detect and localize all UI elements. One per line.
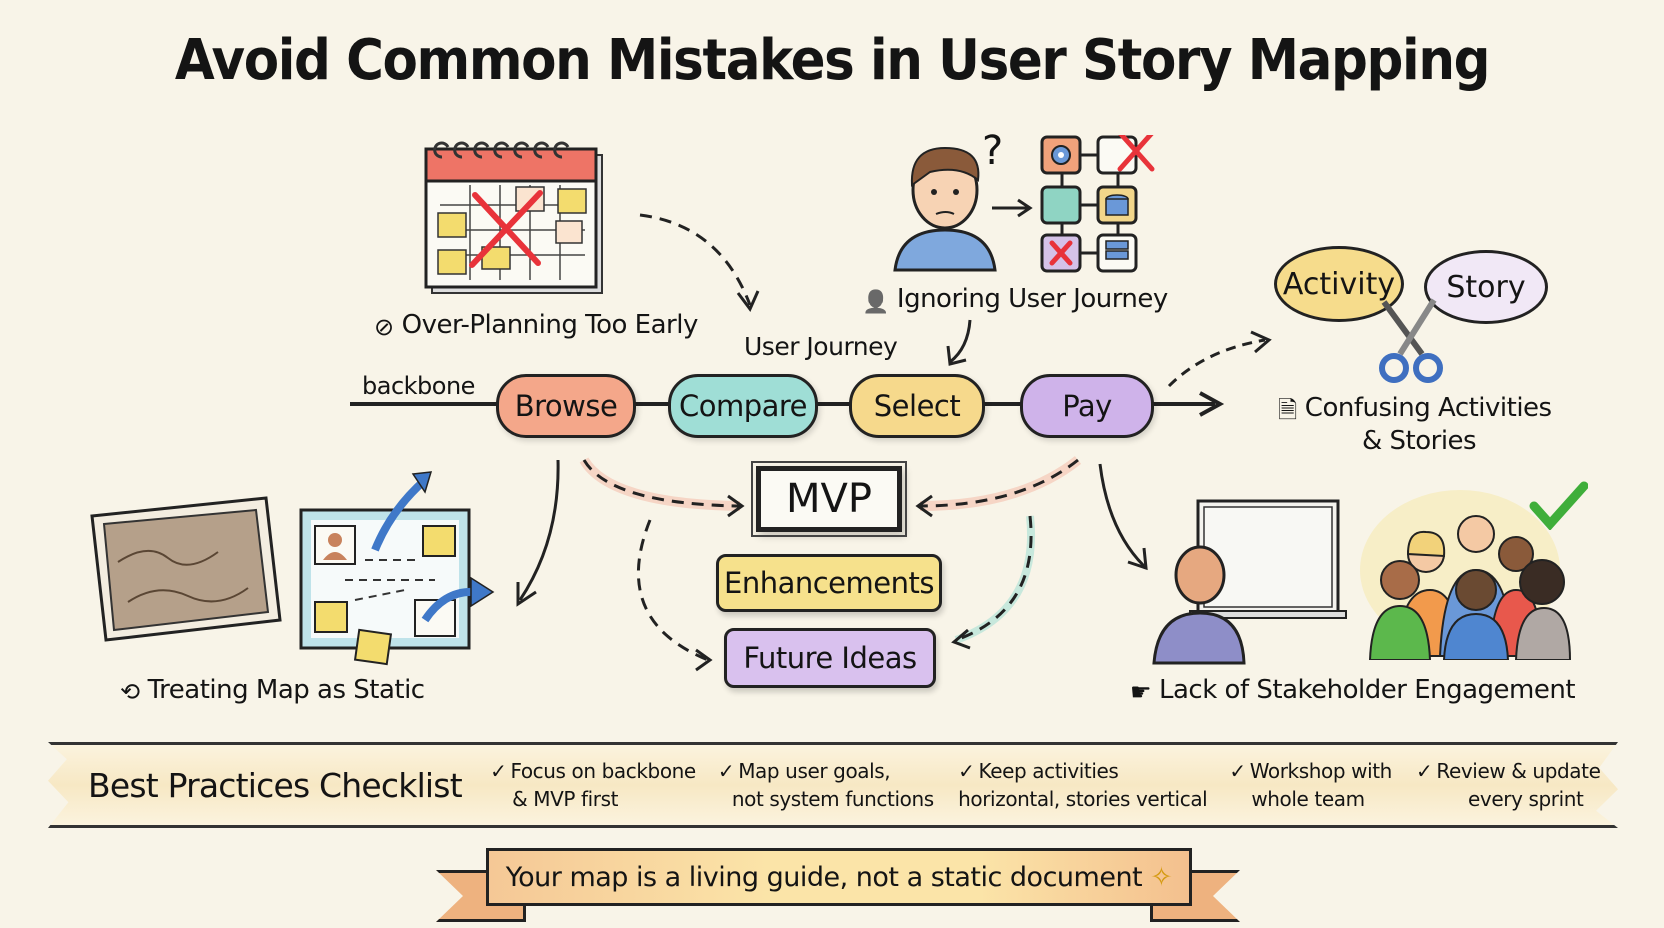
team-group-illustration (1360, 490, 1572, 660)
footer-ribbon: Your map is a living guide, not a static… (486, 848, 1192, 906)
living-map-illustration (299, 471, 495, 666)
scissors-icon (1379, 298, 1443, 383)
activity-bubble: Activity (1274, 246, 1404, 322)
refresh-icon: ⟲ (120, 678, 140, 706)
calendar-illustration (424, 141, 603, 294)
old-static-map-illustration (90, 496, 282, 642)
arrow-right-icon (992, 198, 1033, 218)
future-ideas-box[interactable]: Future Ideas (724, 628, 936, 688)
enhancements-box[interactable]: Enhancements (716, 554, 942, 612)
green-check-icon (1529, 481, 1588, 530)
confusing-label-line2: & Stories (1362, 426, 1477, 456)
system-functions-grid (1040, 135, 1155, 273)
checklist-title: Best Practices Checklist (88, 765, 463, 805)
checklist-item: ✓Focus on backbone & MVP first (490, 759, 696, 811)
checkmark-icon: ✓ (1416, 759, 1433, 783)
checkmark-icon: ✓ (958, 759, 975, 783)
document-icon: 🗎 (1278, 396, 1297, 424)
arrow-down-icon (1098, 463, 1148, 571)
checkmark-icon: ✓ (717, 759, 735, 783)
story-bubble: Story (1424, 250, 1548, 324)
step-browse[interactable]: Browse (496, 374, 636, 438)
user-journey-label: User Journey (744, 332, 898, 361)
backbone-label: backbone (362, 372, 475, 400)
best-practices-checklist: Best Practices Checklist ✓Focus on backb… (48, 742, 1618, 828)
checklist-item: ✓Review & update every sprint (1416, 759, 1601, 811)
checklist-item: ✓Keep activities horizontal, stories ver… (958, 759, 1208, 811)
confused-user-illustration (893, 146, 997, 272)
confusing-label: 🗎Confusing Activities (1278, 393, 1552, 434)
arrow-down-icon (946, 319, 972, 366)
page-title: Avoid Common Mistakes in User Story Mapp… (174, 28, 1491, 93)
step-pay[interactable]: Pay (1020, 374, 1154, 438)
static-map-label: ⟲Treating Map as Static (120, 675, 425, 706)
dashed-arrow-icon (639, 213, 760, 312)
checklist-item: ✓Map user goals, not system functions (717, 759, 934, 811)
checkmark-icon: ✓ (490, 759, 507, 783)
question-mark: ? (982, 128, 1004, 174)
release-arrows (516, 456, 1082, 672)
checklist-item: ✓Workshop with whole team (1229, 759, 1392, 811)
checkmark-icon: ✓ (1229, 759, 1246, 783)
step-compare[interactable]: Compare (668, 374, 818, 438)
lone-presenter-illustration (1152, 499, 1347, 665)
stakeholder-label: ☛Lack of Stakeholder Engagement (1130, 675, 1576, 706)
ignoring-journey-label: 👤Ignoring User Journey (862, 284, 1168, 315)
over-planning-label: ⊘Over-Planning Too Early (374, 310, 698, 341)
user-icon: 👤 (862, 290, 889, 315)
presenter-icon: ☛ (1130, 678, 1152, 706)
sparkle-icon: ✧ (1150, 861, 1173, 893)
dashed-arrow-icon (1167, 330, 1272, 388)
stopwatch-check-icon: ⊘ (374, 313, 394, 341)
step-select[interactable]: Select (849, 374, 985, 438)
mvp-box[interactable]: MVP (751, 461, 907, 537)
